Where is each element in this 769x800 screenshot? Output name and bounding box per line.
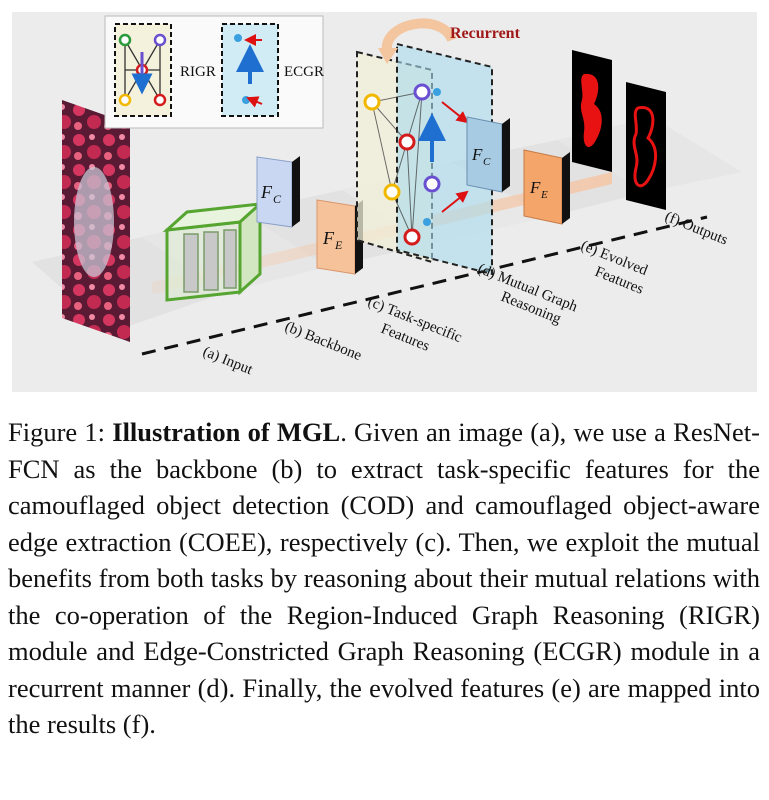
- ecgr-label: ECGR: [284, 64, 324, 80]
- evolved-fe-label: F: [529, 178, 541, 197]
- rigr-label: RIGR: [180, 64, 216, 80]
- evolved-fc-subscript: C: [483, 156, 491, 168]
- evolved-fc-box: F C: [466, 116, 510, 193]
- recurrent-arrow: Recurrent: [378, 18, 521, 64]
- fe-subscript: E: [334, 238, 343, 252]
- evolved-fe-box: F E: [523, 149, 570, 225]
- recurrent-label: Recurrent: [450, 25, 521, 42]
- module-legend: RIGR ECGR: [104, 15, 324, 129]
- figure-caption: Figure 1: Illustration of MGL. Given an …: [8, 414, 760, 743]
- caption-title: Illustration of MGL: [112, 417, 341, 447]
- fe-label: F: [322, 228, 335, 248]
- output-cod-mask: [572, 50, 612, 172]
- stage-label-backbone: (b) Backbone: [283, 319, 365, 364]
- evolved-fe-subscript: E: [540, 189, 548, 201]
- output-coee-mask: [626, 82, 666, 210]
- input-image: [62, 100, 130, 342]
- caption-body: . Given an image (a), we use a ResNet-FC…: [8, 417, 760, 739]
- mgl-diagram: F C F E: [32, 15, 742, 379]
- stage-label-outputs: (f) Outputs: [663, 209, 731, 249]
- graph-reasoning-module: [356, 42, 493, 276]
- figure-panel: F C F E: [12, 12, 757, 392]
- fc-subscript: C: [273, 192, 282, 206]
- feature-fc-box: F C: [256, 156, 300, 228]
- stage-label-input: (a) Input: [201, 344, 256, 379]
- baseline-dash: [141, 215, 708, 356]
- backbone-cube: [162, 200, 265, 302]
- fc-label: F: [260, 182, 273, 202]
- caption-prefix: Figure 1:: [8, 417, 113, 447]
- evolved-fc-label: F: [471, 145, 483, 164]
